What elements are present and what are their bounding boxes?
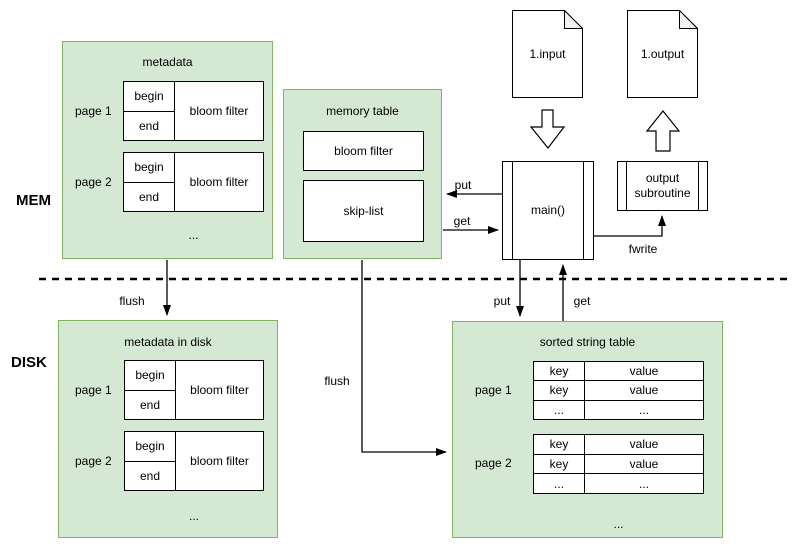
key-cell: key	[534, 381, 585, 400]
end-cell: end	[138, 118, 160, 133]
kv-row: key value	[534, 381, 703, 401]
kv-row: key value	[534, 362, 703, 382]
disk-page1-table: begin end bloom filter	[124, 360, 264, 420]
sst-page2-table: key value key value ... ...	[533, 434, 704, 494]
main-label: main()	[530, 203, 565, 217]
bloom-filter-cell: bloom filter	[189, 104, 249, 118]
input-file-node: 1.input	[512, 9, 584, 98]
begin-cell: begin	[124, 153, 174, 183]
sst-page1-table: key value key value ... ...	[533, 361, 704, 420]
mem-page1-label: page 1	[75, 104, 112, 118]
value-cell: value	[629, 364, 659, 379]
kv-row: ... ...	[534, 400, 703, 419]
output-file-node: 1.output	[627, 9, 699, 98]
begin-cell: begin	[124, 82, 174, 112]
key-cell: key	[534, 454, 585, 474]
skip-list-label: skip-list	[343, 204, 384, 218]
mem-metadata-node: metadata page 1 begin end bloom filter p…	[62, 41, 273, 259]
memory-bloom-filter-label: bloom filter	[334, 144, 393, 158]
sst-title: sorted string table	[539, 335, 636, 349]
mem-section-label: MEM	[16, 192, 51, 209]
begin-cell: begin	[125, 361, 175, 391]
bloom-filter-cell: bloom filter	[189, 175, 249, 189]
block-arrow-up-icon	[645, 110, 681, 152]
sst-page2-label: page 2	[475, 456, 512, 470]
output-file-label: 1.output	[640, 47, 685, 61]
value-cell: ...	[638, 402, 649, 417]
flush-memtable-label: flush	[324, 374, 350, 388]
fwrite-label: fwrite	[628, 242, 658, 256]
value-cell: value	[629, 437, 659, 452]
end-cell: end	[139, 397, 161, 412]
get-memtable-label: get	[453, 214, 471, 228]
fwrite-arrow	[594, 215, 666, 237]
key-cell: key	[534, 362, 585, 381]
value-cell: value	[629, 457, 659, 471]
mem-metadata-title: metadata	[142, 55, 193, 69]
skip-list-box: skip-list	[303, 180, 424, 242]
disk-page2-label: page 2	[75, 454, 112, 468]
flush-memtable-arrow	[361, 260, 447, 456]
disk-metadata-title: metadata in disk	[124, 335, 212, 349]
mem-page2-label: page 2	[75, 175, 112, 189]
memory-table-title: memory table	[326, 104, 399, 118]
disk-page1-label: page 1	[75, 383, 112, 397]
disk-metadata-ellipsis: ...	[188, 509, 199, 523]
document-icon	[627, 9, 699, 98]
output-subroutine-node: output subroutine	[617, 161, 708, 211]
bloom-filter-cell: bloom filter	[190, 383, 249, 397]
value-cell: value	[629, 383, 659, 398]
process-bar	[698, 162, 699, 210]
put-sst-label: put	[493, 294, 511, 308]
output-subroutine-label: output subroutine	[634, 171, 691, 200]
main-process-node: main()	[502, 161, 594, 260]
key-cell: ...	[534, 400, 585, 419]
end-cell: end	[139, 468, 161, 483]
document-icon	[512, 9, 584, 98]
put-memtable-label: put	[454, 178, 472, 192]
mem-page2-table: begin end bloom filter	[123, 152, 264, 212]
disk-page2-table: begin end bloom filter	[124, 431, 264, 491]
bloom-filter-cell: bloom filter	[190, 454, 249, 468]
process-bar	[583, 162, 584, 259]
process-bar	[512, 162, 513, 259]
sst-page1-label: page 1	[475, 383, 512, 397]
key-cell: key	[534, 435, 585, 454]
end-cell: end	[138, 189, 160, 204]
memory-table-node: memory table bloom filter skip-list	[283, 89, 442, 259]
mem-metadata-ellipsis: ...	[188, 228, 199, 242]
sst-ellipsis: ...	[613, 517, 624, 531]
get-sst-label: get	[573, 294, 591, 308]
disk-section-label: DISK	[11, 354, 47, 371]
key-cell: ...	[534, 474, 585, 494]
memory-bloom-filter-box: bloom filter	[303, 131, 424, 171]
disk-metadata-node: metadata in disk page 1 begin end bloom …	[58, 320, 278, 538]
kv-row: ... ...	[534, 474, 703, 494]
kv-row: key value	[534, 435, 703, 455]
sorted-string-table-node: sorted string table page 1 key value key…	[452, 321, 723, 538]
flush-metadata-label: flush	[119, 294, 145, 308]
mem-page1-table: begin end bloom filter	[123, 81, 264, 141]
value-cell: ...	[638, 476, 649, 491]
begin-cell: begin	[125, 432, 175, 462]
process-bar	[626, 162, 627, 210]
input-file-label: 1.input	[529, 47, 566, 61]
kv-row: key value	[534, 454, 703, 475]
block-arrow-down-icon	[529, 109, 566, 149]
